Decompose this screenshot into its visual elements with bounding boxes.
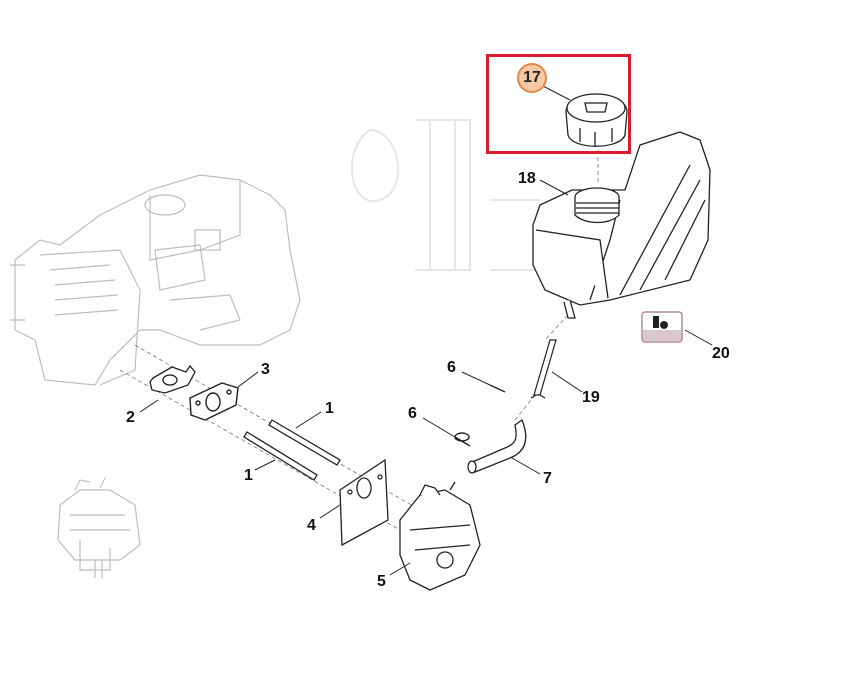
carburetor-thumbnail (57, 477, 141, 578)
leader-lines (139, 85, 713, 576)
fuel-cap-part-17 (565, 93, 628, 147)
part-label-1[interactable]: 1 (325, 400, 334, 417)
fuel-tank-part-18 (532, 131, 711, 319)
fuel-decal-part-20 (641, 311, 683, 343)
part-label-20[interactable]: 20 (712, 345, 730, 362)
part-label-1[interactable]: 1 (244, 467, 253, 484)
part-label: 17 (523, 69, 541, 86)
fuel-line-part-19 (530, 339, 557, 399)
engine-block (10, 174, 301, 386)
part-label-3[interactable]: 3 (261, 361, 270, 378)
clip-parts-6 (454, 384, 506, 447)
part-label-7[interactable]: 7 (543, 470, 552, 487)
part-callout-17[interactable]: 17 (517, 63, 547, 93)
part-label-6[interactable]: 6 (447, 359, 456, 376)
assembly-lines (119, 150, 599, 531)
gasket-part-4 (339, 458, 389, 547)
highlight-box (486, 54, 631, 154)
carburetor-part-5 (399, 481, 481, 591)
part-label-5[interactable]: 5 (377, 573, 386, 590)
gasket-part-2 (149, 364, 196, 394)
part-label-18[interactable]: 18 (518, 170, 536, 187)
hose-part-7 (467, 418, 527, 474)
stud-parts-1 (243, 419, 341, 481)
part-label-2[interactable]: 2 (126, 409, 135, 426)
spacer-part-3 (189, 382, 239, 421)
part-label-6[interactable]: 6 (408, 405, 417, 422)
part-label-4[interactable]: 4 (307, 517, 316, 534)
part-label-19[interactable]: 19 (582, 389, 600, 406)
